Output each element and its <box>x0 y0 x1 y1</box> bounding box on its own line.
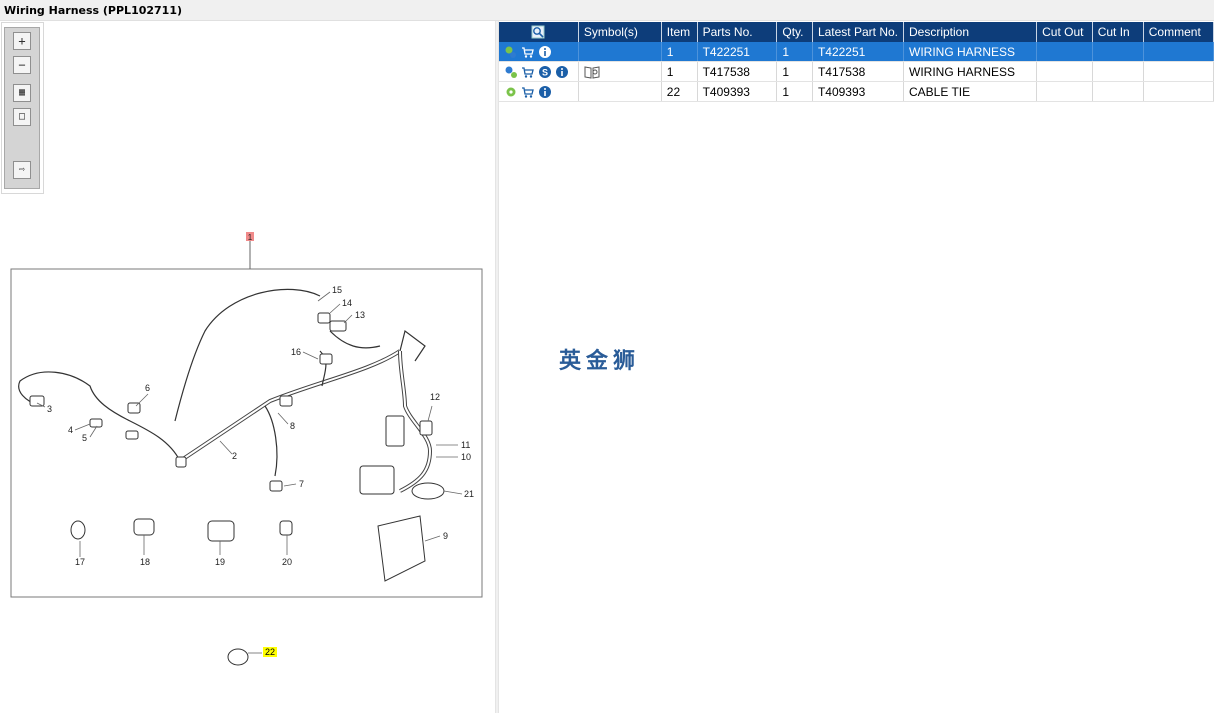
gear-icon[interactable] <box>504 85 518 99</box>
cell-item: 22 <box>661 81 698 102</box>
callout-2[interactable]: 2 <box>232 451 238 461</box>
callout-11[interactable]: 11 <box>461 440 471 450</box>
callout-14[interactable]: 14 <box>342 298 353 308</box>
cell-item: 1 <box>661 42 698 62</box>
cell-qty: 1 <box>776 61 813 82</box>
callout-5[interactable]: 5 <box>82 433 88 443</box>
cell-description: CABLE TIE <box>903 81 1038 102</box>
cell-part-no[interactable]: T417538 <box>697 61 778 82</box>
parts-list-pane: Symbol(s) Item Parts No. Qty. Latest Par… <box>499 21 1214 713</box>
cell-latest-part-no[interactable]: T422251 <box>812 42 905 62</box>
cell-comment <box>1143 42 1214 62</box>
cell-cut-out <box>1036 81 1093 102</box>
callout-3[interactable]: 3 <box>47 404 53 414</box>
cell-part-no[interactable]: T422251 <box>697 42 778 62</box>
header-qty[interactable]: Qty. <box>776 22 813 42</box>
callout-22-highlight[interactable]: 22 <box>263 647 278 657</box>
cell-qty: 1 <box>776 81 813 102</box>
header-symbols[interactable]: Symbol(s) <box>578 22 662 42</box>
cell-description: WIRING HARNESS <box>903 42 1038 62</box>
svg-text:S: S <box>542 67 548 77</box>
cart-icon[interactable] <box>521 45 535 59</box>
zoom-in-icon[interactable]: + <box>13 32 31 50</box>
ref-label-box <box>246 232 254 241</box>
callout-17[interactable]: 17 <box>75 557 86 567</box>
callout-leaders <box>36 291 463 654</box>
cell-cut-in <box>1092 42 1144 62</box>
search-parts-icon[interactable] <box>531 25 545 39</box>
header-comment[interactable]: Comment <box>1143 22 1214 42</box>
callout-13[interactable]: 13 <box>355 310 366 320</box>
ref-label: 1 <box>248 233 253 242</box>
callout-16[interactable]: 16 <box>291 347 302 357</box>
row-actions <box>499 81 579 102</box>
fit-all-icon[interactable]: ▦ <box>13 84 31 102</box>
connectors <box>29 312 445 666</box>
table-row[interactable]: 22 T409393 1 T409393 CABLE TIE <box>499 81 1214 102</box>
callout-21[interactable]: 21 <box>464 489 475 499</box>
cell-item: 1 <box>661 61 698 82</box>
wiring-harness-diagram[interactable]: 1 <box>0 21 495 713</box>
row-actions: S <box>499 61 579 82</box>
cell-latest-part-no[interactable]: T409393 <box>812 81 905 102</box>
gears-icon[interactable] <box>504 65 518 79</box>
callout-8[interactable]: 8 <box>290 421 296 431</box>
header-actions[interactable] <box>499 22 579 42</box>
parts-table: Symbol(s) Item Parts No. Qty. Latest Par… <box>499 22 1214 102</box>
zoom-out-icon[interactable]: − <box>13 56 31 74</box>
info-icon[interactable] <box>538 85 552 99</box>
callout-12[interactable]: 12 <box>430 392 441 402</box>
window-title: Wiring Harness (PPL102711) <box>4 4 183 17</box>
cart-icon[interactable] <box>521 85 535 99</box>
header-description[interactable]: Description <box>903 22 1038 42</box>
cell-symbols <box>578 42 662 62</box>
header-cut-out[interactable]: Cut Out <box>1036 22 1093 42</box>
callout-4[interactable]: 4 <box>68 425 74 435</box>
brand-watermark: 英金狮 <box>559 349 641 374</box>
cell-comment <box>1143 81 1214 102</box>
callout-18[interactable]: 18 <box>140 557 151 567</box>
cell-symbols <box>578 61 662 82</box>
cell-qty: 1 <box>776 42 813 62</box>
callout-6[interactable]: 6 <box>145 383 151 393</box>
cell-symbols <box>578 81 662 102</box>
window-titlebar: Wiring Harness (PPL102711) <box>0 0 1214 21</box>
harness-lines <box>18 288 433 493</box>
header-latest-part-no[interactable]: Latest Part No. <box>812 22 905 42</box>
cell-cut-out <box>1036 42 1093 62</box>
gear-tree-icon[interactable] <box>504 45 518 59</box>
header-part-no[interactable]: Parts No. <box>697 22 778 42</box>
table-row[interactable]: 1 T422251 1 T422251 WIRING HARNESS <box>499 42 1214 62</box>
row-actions <box>499 42 579 62</box>
diagram-pane[interactable]: + − ▦ □ ⇨ 1 <box>0 21 495 713</box>
callout-7[interactable]: 7 <box>299 479 305 489</box>
cell-cut-out <box>1036 61 1093 82</box>
cell-latest-part-no[interactable]: T417538 <box>812 61 905 82</box>
callout-10[interactable]: 10 <box>461 452 472 462</box>
cell-part-no[interactable]: T409393 <box>697 81 778 102</box>
header-item[interactable]: Item <box>661 22 698 42</box>
view-toolbar: + − ▦ □ ⇨ <box>1 22 44 194</box>
export-icon[interactable]: ⇨ <box>13 161 31 179</box>
pane-splitter[interactable] <box>495 21 499 713</box>
cart-icon[interactable] <box>521 65 535 79</box>
s-badge-icon[interactable]: S <box>538 65 552 79</box>
cell-description: WIRING HARNESS <box>903 61 1038 82</box>
book-icon[interactable] <box>584 65 600 79</box>
header-cut-in[interactable]: Cut In <box>1092 22 1144 42</box>
info-icon[interactable] <box>555 65 569 79</box>
callout-15[interactable]: 15 <box>332 285 343 295</box>
table-header-row: Symbol(s) Item Parts No. Qty. Latest Par… <box>499 22 1214 42</box>
cell-cut-in <box>1092 81 1144 102</box>
callout-9[interactable]: 9 <box>443 531 449 541</box>
fit-window-icon[interactable]: □ <box>13 108 31 126</box>
callout-19[interactable]: 19 <box>215 557 226 567</box>
info-icon[interactable] <box>538 45 552 59</box>
callout-20[interactable]: 20 <box>282 557 293 567</box>
table-row[interactable]: S 1 T417538 1 T417538 WIRING HARNESS <box>499 61 1214 82</box>
cell-comment <box>1143 61 1214 82</box>
cell-cut-in <box>1092 61 1144 82</box>
